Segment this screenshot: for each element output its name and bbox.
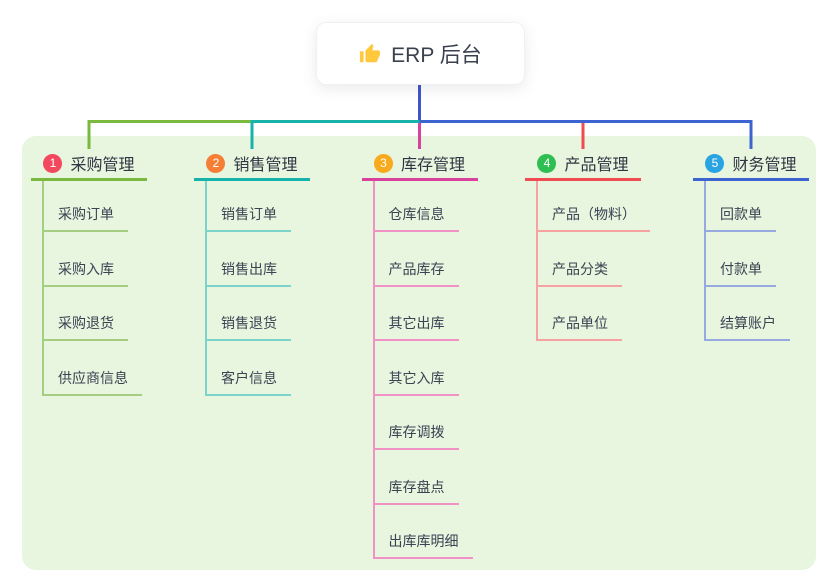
child-node-label: 出库库明细 [388,533,459,549]
child-node-label: 产品（物料） [552,206,636,222]
child-node-label: 采购入库 [58,260,114,277]
branch-title-node[interactable]: 5 财务管理 [693,148,809,181]
child-node[interactable]: 产品单位 [536,311,622,341]
branch-title-node[interactable]: 4 产品管理 [525,148,641,181]
child-node[interactable]: 其它入库 [372,366,459,396]
branch-number-badge: 2 [206,153,226,173]
child-node[interactable]: 产品分类 [536,257,622,287]
child-node[interactable]: 采购订单 [42,202,128,232]
child-node-label: 其它出库 [388,315,445,331]
child-node[interactable]: 仓库信息 [372,202,459,232]
branch-child-rail [42,181,44,396]
child-node[interactable]: 采购入库 [42,257,128,287]
child-node-label: 产品分类 [552,260,608,277]
branch-number-badge: 5 [705,153,725,173]
child-node[interactable]: 采购退货 [42,311,128,341]
child-node[interactable]: 销售出库 [205,257,291,287]
child-node[interactable]: 客户信息 [205,366,291,396]
branch-title-label: 库存管理 [400,157,465,174]
child-node-label: 采购退货 [58,315,114,331]
child-node-label: 销售订单 [221,206,277,222]
child-node-label: 仓库信息 [388,206,445,222]
child-node[interactable]: 其它出库 [372,311,459,341]
child-node-label: 产品单位 [552,315,608,331]
child-node[interactable]: 供应商信息 [42,366,142,396]
child-node[interactable]: 产品（物料） [536,202,650,232]
child-node[interactable]: 库存调拨 [372,420,459,450]
child-node[interactable]: 出库库明细 [372,529,473,559]
branch-child-rail [205,181,207,396]
branch-child-rail [704,181,706,341]
child-node[interactable]: 回款单 [704,202,776,232]
child-node[interactable]: 销售退货 [205,311,291,341]
branches-panel [22,136,816,570]
branch-number-badge: 4 [537,153,557,173]
root-title: ERP 后台 [391,43,482,67]
child-node-label: 供应商信息 [58,369,128,386]
child-node-label: 产品库存 [388,260,445,277]
child-node-label: 结算账户 [720,315,776,331]
child-node[interactable]: 结算账户 [704,311,790,341]
child-node[interactable]: 销售订单 [205,202,291,232]
child-node-label: 回款单 [720,206,762,222]
child-node-label: 库存盘点 [388,478,445,495]
child-node-label: 销售退货 [221,315,277,331]
child-node[interactable]: 产品库存 [372,257,459,287]
branch-title-label: 销售管理 [233,157,298,174]
child-node-label: 销售出库 [221,260,277,277]
branch-number-badge: 3 [373,153,393,173]
child-node[interactable]: 库存盘点 [372,475,459,505]
branch-title-label: 财务管理 [732,157,797,174]
root-node[interactable]: ERP 后台 [316,22,525,85]
branch-title-node[interactable]: 3 库存管理 [361,148,478,181]
branch-child-rail [372,181,375,559]
thumbs-up-icon [360,43,381,62]
child-node-label: 付款单 [720,260,762,277]
child-node-label: 库存调拨 [388,424,445,440]
branch-title-node[interactable]: 1 采购管理 [31,148,147,181]
child-node-label: 客户信息 [221,369,277,386]
child-node[interactable]: 付款单 [704,257,776,287]
child-node-label: 采购订单 [58,206,114,222]
branch-number-badge: 1 [43,153,63,173]
child-node-label: 其它入库 [388,369,445,386]
branch-child-rail [536,181,538,341]
branch-title-label: 采购管理 [70,157,135,174]
branch-title-label: 产品管理 [564,157,629,174]
branch-title-node[interactable]: 2 销售管理 [194,148,310,181]
